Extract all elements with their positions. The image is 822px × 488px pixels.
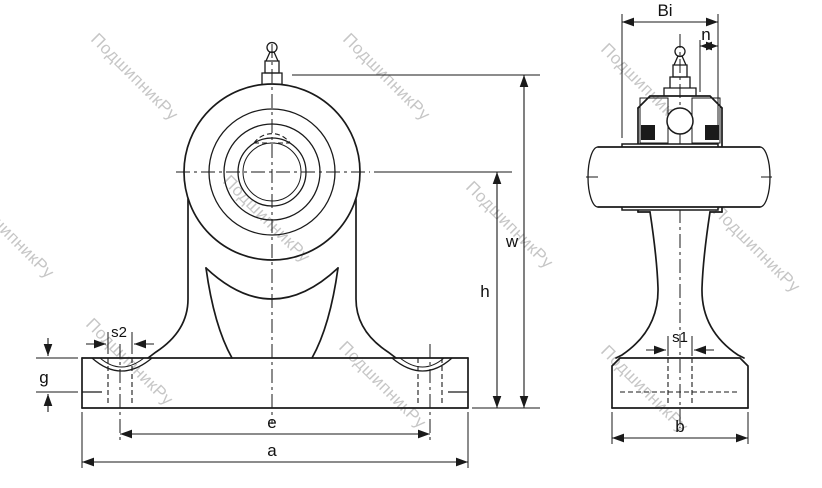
watermark-text: ПодшипникРу [709, 201, 804, 296]
front-view: a e h w s2 g [36, 41, 540, 468]
dim-label-b: b [675, 417, 684, 436]
pedestal-column [147, 198, 397, 359]
watermark-text: ПодшипникРу [339, 29, 434, 124]
front-dimensions: a e h w s2 g [36, 74, 540, 468]
dim-label-s1: s1 [672, 329, 688, 346]
watermark-text: ПодшипникРу [0, 187, 58, 282]
watermark-text: ПодшипникРу [462, 177, 557, 272]
side-grease-fitting-icon [663, 45, 697, 96]
hidden-setscrew-lines [253, 133, 291, 144]
set-screw-left [641, 125, 655, 140]
bearing-ball [666, 107, 694, 135]
dim-label-n: n [701, 25, 710, 44]
bearing-housing-circles [183, 83, 361, 261]
side-pedestal-column [615, 211, 745, 359]
dim-label-g: g [39, 368, 48, 387]
base-side [611, 357, 749, 409]
dim-label-a: a [267, 441, 277, 460]
watermarks: ПодшипникРу ПодшипникРу ПодшипникРу Подш… [0, 29, 804, 436]
watermark-text: ПодшипникРу [335, 337, 430, 432]
set-screw-right [705, 125, 719, 140]
side-dimensions: Bi n s1 b [611, 1, 749, 444]
grease-fitting-icon [261, 41, 283, 84]
dim-label-w: w [505, 232, 519, 251]
front-centerlines [119, 44, 431, 442]
base-front [81, 357, 469, 409]
dim-label-e: e [267, 413, 276, 432]
watermark-text: ПодшипникРу [219, 171, 314, 266]
dim-label-s2: s2 [111, 324, 127, 341]
dim-label-h: h [480, 282, 489, 301]
shaft [587, 146, 771, 208]
side-view: Bi n s1 b [586, 1, 772, 444]
dim-label-Bi: Bi [657, 1, 672, 20]
watermark-text: ПодшипникРу [87, 29, 182, 124]
